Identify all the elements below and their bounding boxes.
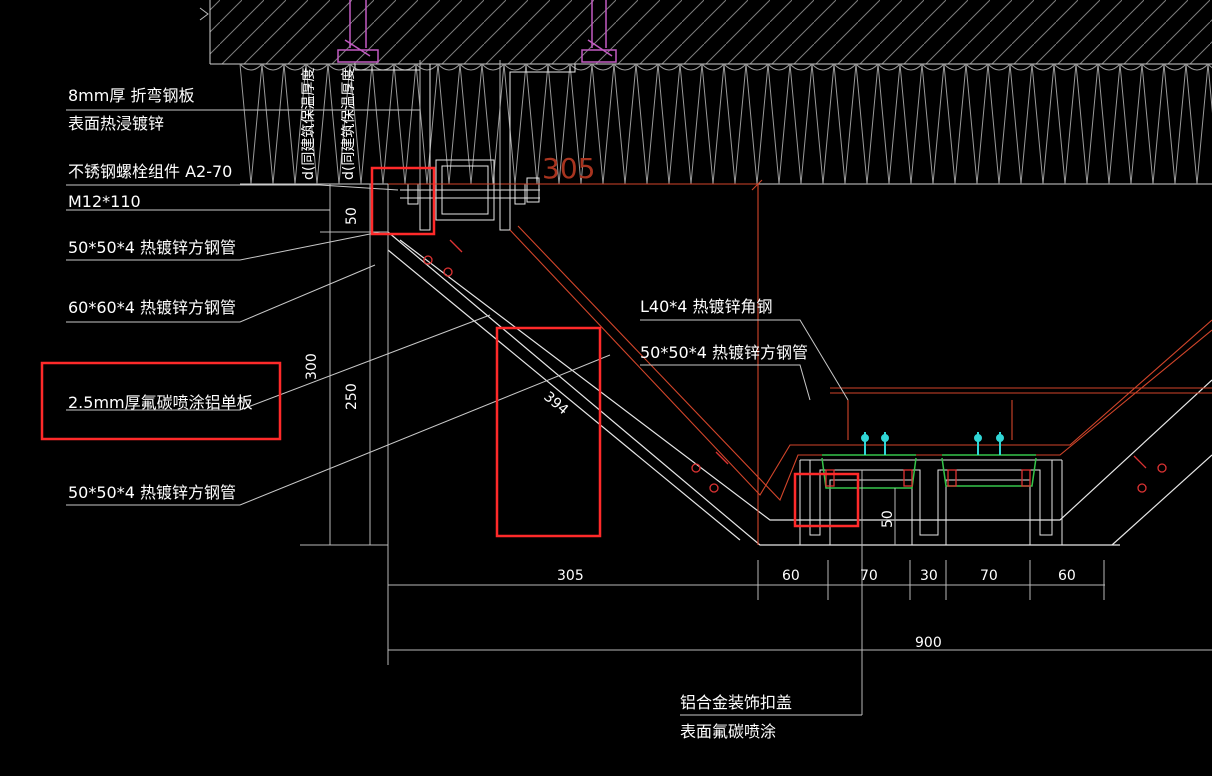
label-bolt-size: M12*110 [68,192,141,211]
label-tube-60: 60*60*4 热镀锌方钢管 [68,298,236,317]
label-insulation-a: d(同建筑保温厚度 [301,68,317,180]
highlight-clip [793,472,860,528]
dim-50-left: 50 [344,207,360,225]
soffit-outline-white [387,231,1212,546]
dim-30: 30 [920,568,938,584]
label-tube-50-top: 50*50*4 热镀锌方钢管 [68,238,236,257]
concrete-wall [199,0,1212,65]
steel-bracket [354,64,576,231]
label-fluoro-coat: 表面氟碳喷涂 [680,722,776,741]
dim-50-mid: 50 [880,510,896,528]
soffit-outline-red [388,179,1212,545]
dim-70-a: 70 [860,568,878,584]
highlight-boxes [40,166,860,538]
cyan-screws [861,432,1004,455]
label-alu-cover: 铝合金装饰扣盖 [680,693,792,712]
dim-305-bottom: 305 [557,568,584,584]
label-insulation-b: d(同建筑保温厚度 [341,68,357,180]
label-tube-50-bottom: 50*50*4 热镀锌方钢管 [68,483,236,502]
label-plate-8mm: 8mm厚 折弯钢板 [68,86,194,105]
highlight-panel-label [40,361,282,441]
label-angle-steel: L40*4 热镀锌角钢 [640,297,773,316]
dim-70-b: 70 [980,568,998,584]
insulation-layer [239,63,1212,185]
dimension-lines [300,60,1212,715]
highlight-394 [495,326,602,538]
label-alu-panel: 2.5mm厚氟碳喷涂铝单板 [68,393,253,412]
dim-250: 250 [344,383,360,410]
dim-900: 900 [915,635,942,651]
red-fastener-symbols [423,239,1167,493]
dim-300: 300 [304,353,320,380]
highlight-bolt [370,166,436,236]
dim-60-a: 60 [782,568,800,584]
bottom-channel [799,459,1063,546]
dim-305-top: 305 [542,152,595,185]
label-galv-hot: 表面热浸镀锌 [68,114,164,133]
embedded-anchor-plates [337,0,617,63]
leader-lines [66,109,862,716]
annotation-labels: 8mm厚 折弯钢板 表面热浸镀锌 不锈钢螺栓组件 A2-70 M12*110 5… [68,68,808,741]
label-bolt-assembly: 不锈钢螺栓组件 A2-70 [68,162,232,181]
dim-60-b: 60 [1058,568,1076,584]
label-tube-50-right: 50*50*4 热镀锌方钢管 [640,343,808,362]
dim-394: 394 [540,389,571,418]
